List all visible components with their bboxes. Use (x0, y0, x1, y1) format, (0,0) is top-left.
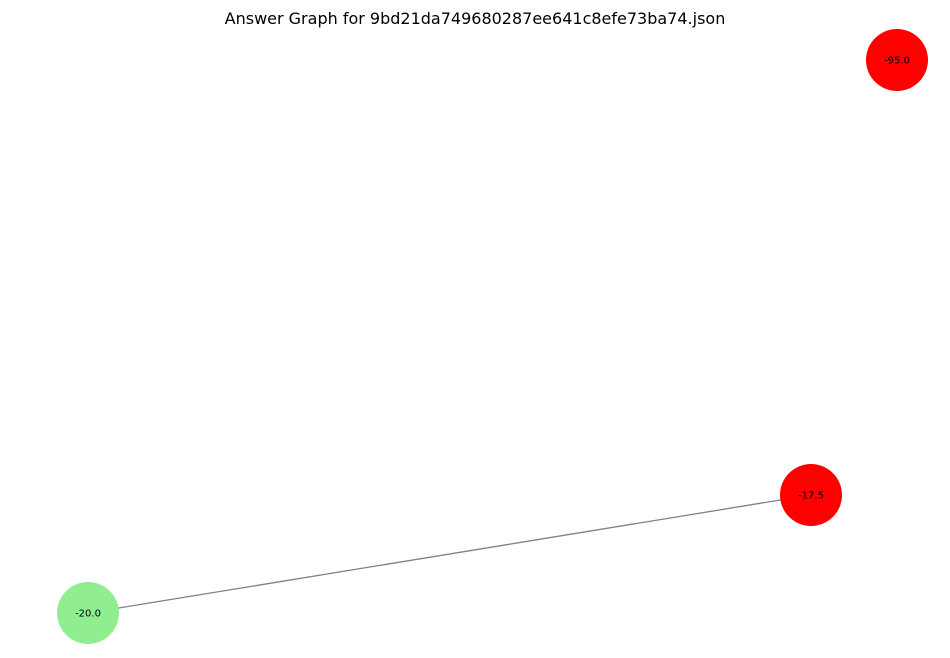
graph-node-n3: -20.0 (57, 582, 119, 644)
graph-node-circle (780, 464, 842, 526)
graph-title: Answer Graph for 9bd21da749680287ee641c8… (225, 9, 726, 28)
graph-edge-n3-n2 (87, 494, 812, 614)
graph-node-label: -20.0 (75, 609, 101, 620)
graph-node-label: -17.5 (798, 491, 824, 502)
graph-node-n1: -95.0 (866, 29, 928, 91)
graph-node-label: -95.0 (884, 56, 910, 67)
edges-layer (87, 494, 812, 614)
graph-node-circle (57, 582, 119, 644)
graph-node-n2: -17.5 (780, 464, 842, 526)
nodes-layer: -95.0 -17.5 -20.0 (57, 29, 928, 644)
graph-node-circle (866, 29, 928, 91)
